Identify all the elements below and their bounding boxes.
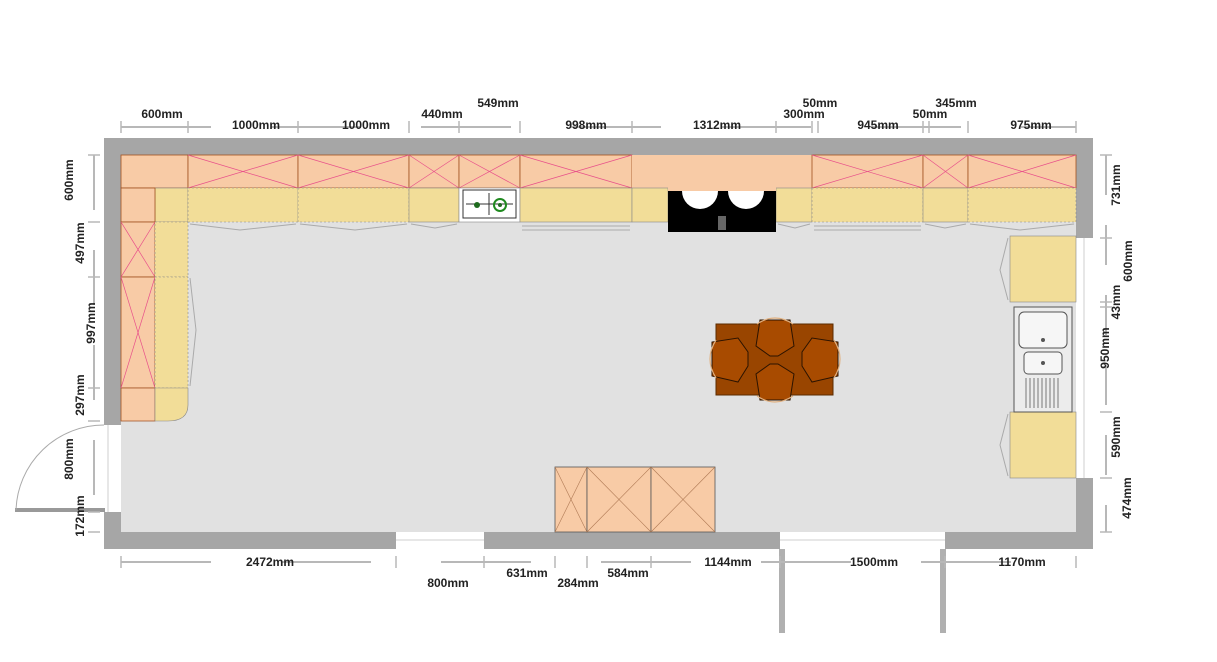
gas-hob-icon [462,189,517,219]
bottom-doors[interactable] [779,549,946,633]
dim-top-11: 50mm [913,107,948,121]
walls [104,138,1093,549]
left-base-cabinets [154,221,197,422]
left-door[interactable] [15,424,105,512]
wall-bottom-2 [484,532,780,549]
dim-right-3: 43mm [1109,285,1123,320]
dim-top-9: 300mm [783,107,824,121]
dim-top-5: 549mm [477,96,518,110]
dim-top-2: 1000mm [232,118,280,132]
openings [104,238,1093,549]
dim-bottom-6: 1144mm [704,555,751,569]
bottom-cabinets [554,466,716,533]
dim-left-1: 600mm [62,159,76,200]
door-leaf [15,508,105,512]
dim-right-6: 474mm [1120,477,1134,518]
dim-top-7: 1312mm [693,118,741,132]
dim-bottom-2: 800mm [427,576,468,590]
top-dimensions: 600mm 1000mm 1000mm 440mm 549mm 998mm 13… [141,96,1051,132]
dim-top-8: 50mm [803,96,838,110]
dim-top-3: 1000mm [342,118,390,132]
dim-right-1: 731mm [1109,164,1123,205]
top-wall-cabinets [120,154,1077,191]
wall-left-upper [104,138,121,425]
dim-top-13: 975mm [1010,118,1051,132]
dimension-lines [88,121,1112,568]
dim-top-1: 600mm [141,107,182,121]
left-wall-cabinets [120,187,156,422]
wall-right-upper [1076,138,1093,238]
dim-top-4: 440mm [421,107,462,121]
wall-bottom-3 [945,532,1093,549]
dim-left-2: 497mm [73,222,87,263]
dim-bottom-7: 1500mm [850,555,898,569]
wall-top [104,138,1093,155]
dim-left-3: 997mm [84,302,98,343]
dim-top-12: 345mm [935,96,976,110]
dim-bottom-3: 631mm [506,566,547,580]
dim-bottom-4: 284mm [557,576,598,590]
dim-right-5: 590mm [1109,416,1123,457]
door-leaf-right [940,549,946,633]
chair-icon [711,319,839,401]
right-cabinets [999,235,1077,479]
dim-left-6: 172mm [73,495,87,536]
dim-right-4: 950mm [1098,327,1112,368]
dim-right-2: 600mm [1121,240,1135,281]
dim-left-5: 800mm [62,438,76,479]
left-door-opening [104,425,121,512]
right-dimensions: 731mm 600mm 43mm 950mm 590mm 474mm [1098,164,1135,518]
top-base-cabinets [154,187,1077,231]
left-dimensions: 600mm 497mm 997mm 297mm 800mm 172mm [62,159,98,536]
wall-bottom-1 [104,532,396,549]
dim-bottom-1: 2472mm [246,555,294,569]
dim-left-4: 297mm [73,374,87,415]
door-leaf-left [779,549,785,633]
wall-right-lower [1076,478,1093,549]
double-sink-icon [1013,306,1073,413]
dim-top-6: 998mm [565,118,606,132]
dim-bottom-8: 1170mm [998,555,1045,569]
dim-top-10: 945mm [857,118,898,132]
induction-hob-icon [668,155,776,232]
door-swing-icon [15,424,105,511]
bottom-dimensions: 2472mm 800mm 631mm 284mm 584mm 1144mm 15… [246,555,1046,590]
dining-table-icon[interactable] [709,317,841,403]
dim-bottom-5: 584mm [607,566,648,580]
